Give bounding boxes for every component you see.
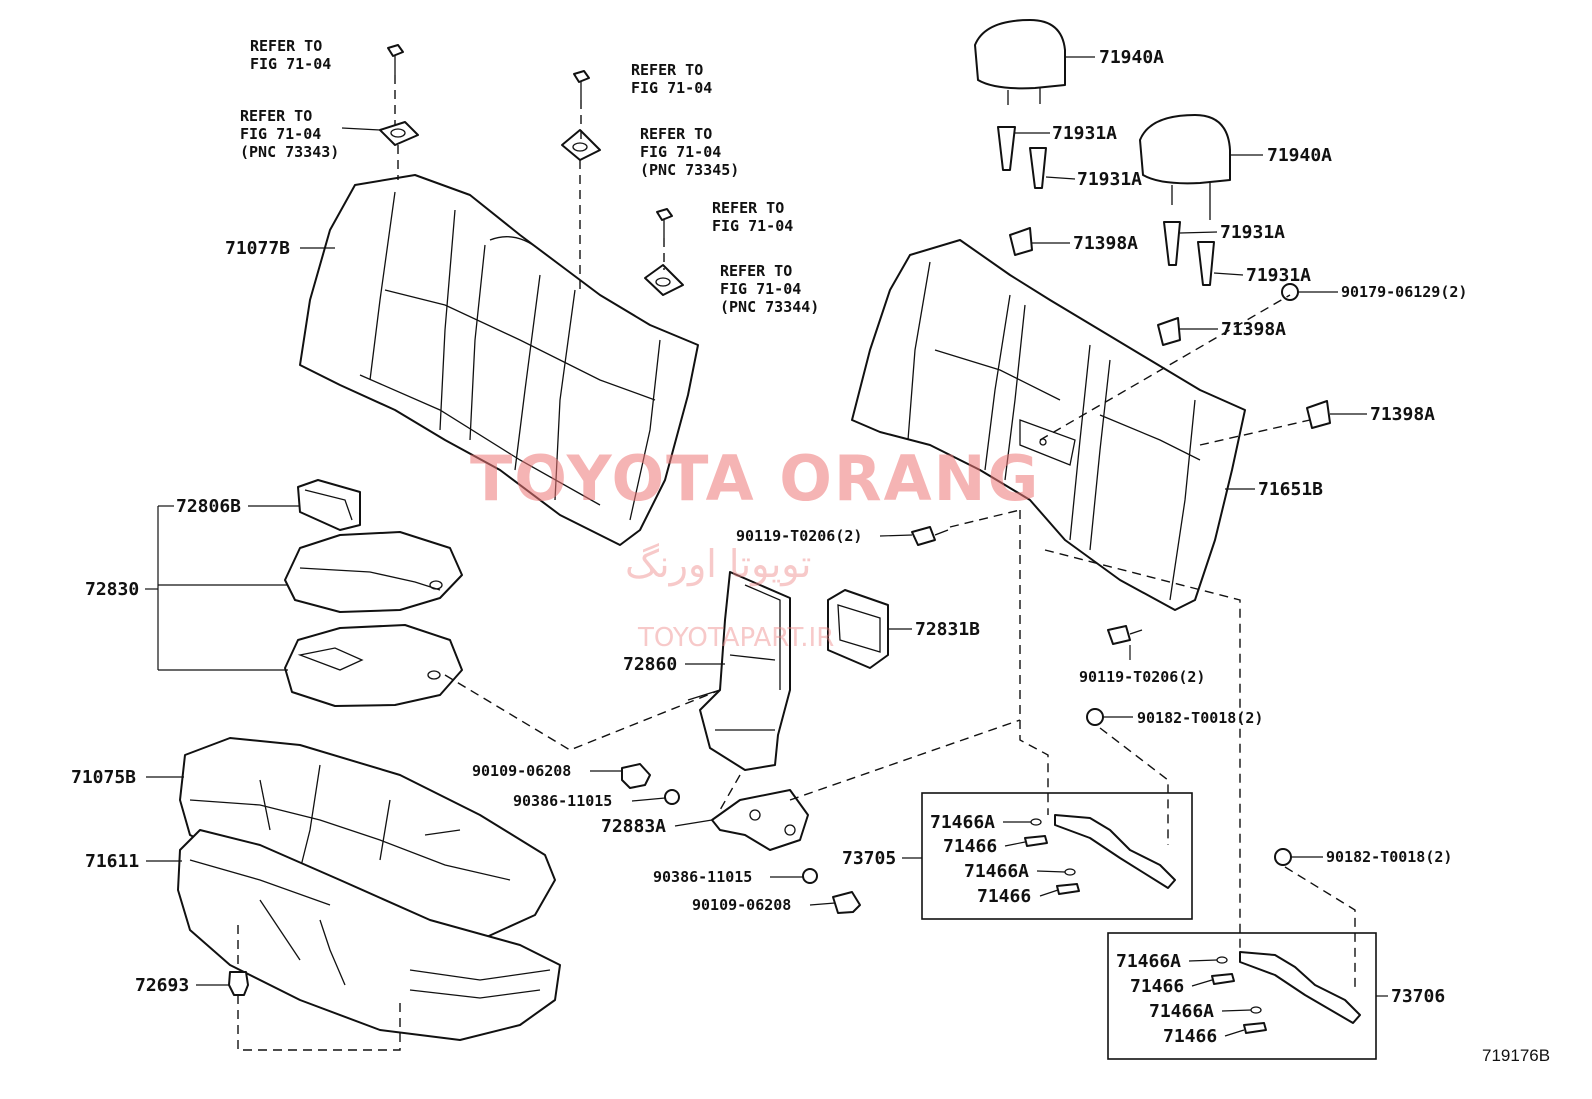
- part-71077B: 71077B: [225, 238, 290, 259]
- part-72693: 72693: [135, 975, 189, 996]
- headrest-2-drawing: [1139, 114, 1231, 220]
- watermark-farsi: تويوتا اورنگ: [625, 542, 812, 587]
- part-71075B: 71075B: [71, 767, 136, 788]
- part-90182-T0018-a: 90182-T0018(2): [1137, 709, 1263, 727]
- refer-1-line-2: FIG 71-04: [250, 55, 331, 73]
- bracket-73705-drawing: [1024, 814, 1176, 895]
- assembly-dashed-lines: [237, 75, 1356, 1051]
- part-71466A-box1-1: 71466A: [930, 812, 995, 833]
- part-71466A-box2-2: 71466A: [1149, 1001, 1214, 1022]
- part-71398A-1: 71398A: [1073, 233, 1138, 254]
- refer-to-labels: REFER TO FIG 71-04 REFER TO FIG 71-04 (P…: [240, 37, 819, 316]
- armrest-lower-drawing: [284, 624, 463, 707]
- part-90119-T0206-a: 90119-T0206(2): [736, 527, 862, 545]
- armrest-cup-holder-drawing: [297, 479, 361, 531]
- refer-5-line-2: FIG 71-04: [712, 217, 793, 235]
- refer-3-line-1: REFER TO: [631, 61, 703, 79]
- part-71398A-3: 71398A: [1370, 404, 1435, 425]
- refer-6-line-1: REFER TO: [720, 262, 792, 280]
- part-90119-T0206-b: 90119-T0206(2): [1079, 668, 1205, 686]
- part-72831B: 72831B: [915, 619, 980, 640]
- part-73706: 73706: [1391, 986, 1445, 1007]
- part-71466-box2-2: 71466: [1163, 1026, 1217, 1047]
- refer-6-line-2: FIG 71-04: [720, 280, 801, 298]
- part-71466A-box1-2: 71466A: [964, 861, 1029, 882]
- part-71931A-3: 71931A: [1220, 222, 1285, 243]
- grommet-73345-drawing: [561, 70, 601, 161]
- refer-4-line-3: (PNC 73345): [640, 161, 739, 179]
- headrest-1-drawing: [974, 19, 1066, 105]
- bolt-90119-drawing: [911, 526, 1143, 645]
- part-72883A: 72883A: [601, 816, 666, 837]
- watermark: TOYOTA ORANG تويوتا اورنگ TOYOTAPART.IR: [470, 442, 1040, 653]
- part-90182-T0018-b: 90182-T0018(2): [1326, 848, 1452, 866]
- bracket-73706-drawing: [1211, 951, 1361, 1034]
- part-71931A-4: 71931A: [1246, 265, 1311, 286]
- refer-5-line-1: REFER TO: [712, 199, 784, 217]
- headrest-supports-drawing: [997, 126, 1215, 286]
- part-71611: 71611: [85, 851, 139, 872]
- refer-2-line-1: REFER TO: [240, 107, 312, 125]
- refer-6-line-3: (PNC 73344): [720, 298, 819, 316]
- seat-back-assy-drawing: [851, 239, 1246, 611]
- part-71940A-2: 71940A: [1267, 145, 1332, 166]
- part-71466A-box2-1: 71466A: [1116, 951, 1181, 972]
- watermark-main: TOYOTA ORANG: [470, 442, 1040, 515]
- grommet-73344-drawing: [644, 208, 684, 296]
- part-71398A-2: 71398A: [1221, 319, 1286, 340]
- refer-4-line-2: FIG 71-04: [640, 143, 721, 161]
- bolts-center-drawing: [621, 763, 861, 914]
- part-90386-11015-b: 90386-11015: [653, 868, 752, 886]
- frame-pad-72831B-drawing: [827, 589, 889, 669]
- part-72830: 72830: [85, 579, 139, 600]
- figure-code: 719176B: [1482, 1046, 1550, 1065]
- refer-1-line-1: REFER TO: [250, 37, 322, 55]
- watermark-url: TOYOTAPART.IR: [637, 623, 834, 653]
- part-71931A-2: 71931A: [1077, 169, 1142, 190]
- part-71651B: 71651B: [1258, 479, 1323, 500]
- refer-2-line-3: (PNC 73343): [240, 143, 339, 161]
- part-71466-box1-2: 71466: [977, 886, 1031, 907]
- part-72806B: 72806B: [176, 496, 241, 517]
- armrest-upper-drawing: [284, 531, 463, 613]
- leader-lines: [145, 56, 1388, 1037]
- seat-back-cover-drawing: [299, 174, 699, 546]
- part-number-labels: 71077B 72806B 72830 72860 72831B 71075B …: [71, 47, 1467, 1047]
- part-71466-box2-1: 71466: [1130, 976, 1184, 997]
- hinge-72883A-drawing: [711, 789, 809, 851]
- part-73705: 73705: [842, 848, 896, 869]
- seat-cushion-pad-drawing: [177, 829, 561, 1041]
- part-90109-06208-a: 90109-06208: [472, 762, 571, 780]
- part-90179-06129: 90179-06129(2): [1341, 283, 1467, 301]
- part-90386-11015-a: 90386-11015: [513, 792, 612, 810]
- part-71931A-1: 71931A: [1052, 123, 1117, 144]
- part-71466-box1-1: 71466: [943, 836, 997, 857]
- bracket-73705-box: [921, 792, 1193, 920]
- headrest-guides-drawing: [1009, 227, 1331, 429]
- part-72860: 72860: [623, 654, 677, 675]
- refer-4-line-1: REFER TO: [640, 125, 712, 143]
- refer-2-line-2: FIG 71-04: [240, 125, 321, 143]
- part-71940A-1: 71940A: [1099, 47, 1164, 68]
- clip-72693-drawing: [228, 971, 249, 996]
- part-90109-06208-b: 90109-06208: [692, 896, 791, 914]
- grommet-73343-drawing: [379, 44, 419, 146]
- refer-3-line-2: FIG 71-04: [631, 79, 712, 97]
- armrest-frame-drawing: [687, 571, 791, 771]
